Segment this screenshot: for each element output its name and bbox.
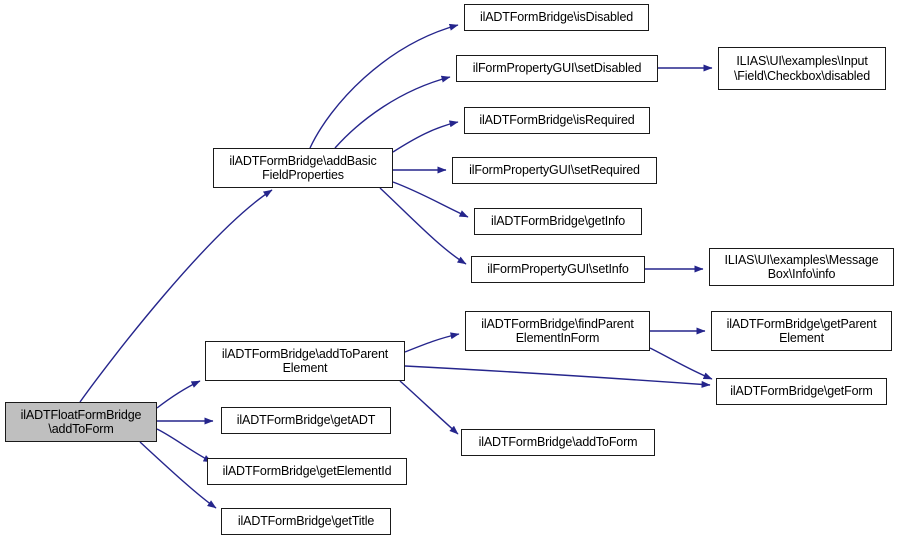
node-isrequired[interactable]: ilADTFormBridge\isRequired — [464, 107, 650, 134]
edge-root-to-basicprops — [79, 189, 273, 403]
edge-root-to-addtoparent — [156, 380, 201, 409]
edge-findparent-to-getform — [649, 347, 713, 380]
node-msginfo[interactable]: ILIAS\UI\examples\Message Box\Info\info — [709, 248, 894, 286]
node-setinfo[interactable]: ilFormPropertyGUI\setInfo — [471, 256, 645, 283]
edge-root-to-gettitle — [139, 441, 217, 509]
edge-root-to-getelemid — [156, 428, 213, 463]
edge-addtoparent-to-addtoform — [399, 380, 459, 435]
edge-addtoparent-to-findparent — [404, 332, 460, 353]
node-addtoparent[interactable]: ilADTFormBridge\addToParent Element — [205, 341, 405, 381]
edge-basicprops-to-setdisabled — [334, 75, 451, 149]
node-getform[interactable]: ilADTFormBridge\getForm — [716, 378, 887, 405]
edges — [79, 23, 713, 509]
node-getinfo[interactable]: ilADTFormBridge\getInfo — [474, 208, 642, 235]
node-gettitle[interactable]: ilADTFormBridge\getTitle — [221, 508, 391, 535]
node-setrequired[interactable]: ilFormPropertyGUI\setRequired — [452, 157, 657, 184]
edge-basicprops-to-setinfo — [379, 187, 467, 265]
node-cbdisabled[interactable]: ILIAS\UI\examples\Input \Field\Checkbox\… — [718, 47, 886, 90]
edge-basicprops-to-isrequired — [392, 120, 459, 153]
node-addtoform[interactable]: ilADTFormBridge\addToForm — [461, 429, 655, 456]
edge-basicprops-to-isdisabled — [309, 23, 459, 149]
node-basicprops[interactable]: ilADTFormBridge\addBasic FieldProperties — [213, 148, 393, 188]
node-root[interactable]: ilADTFloatFormBridge \addToForm — [5, 402, 157, 442]
node-getparent[interactable]: ilADTFormBridge\getParent Element — [711, 311, 892, 351]
node-getelemid[interactable]: ilADTFormBridge\getElementId — [207, 458, 407, 485]
node-getadt[interactable]: ilADTFormBridge\getADT — [221, 407, 391, 434]
edge-addtoparent-to-getform — [404, 365, 711, 388]
node-setdisabled[interactable]: ilFormPropertyGUI\setDisabled — [456, 55, 658, 82]
node-isdisabled[interactable]: ilADTFormBridge\isDisabled — [464, 4, 649, 31]
node-findparent[interactable]: ilADTFormBridge\findParent ElementInForm — [465, 311, 650, 351]
edge-basicprops-to-getinfo — [392, 181, 469, 218]
